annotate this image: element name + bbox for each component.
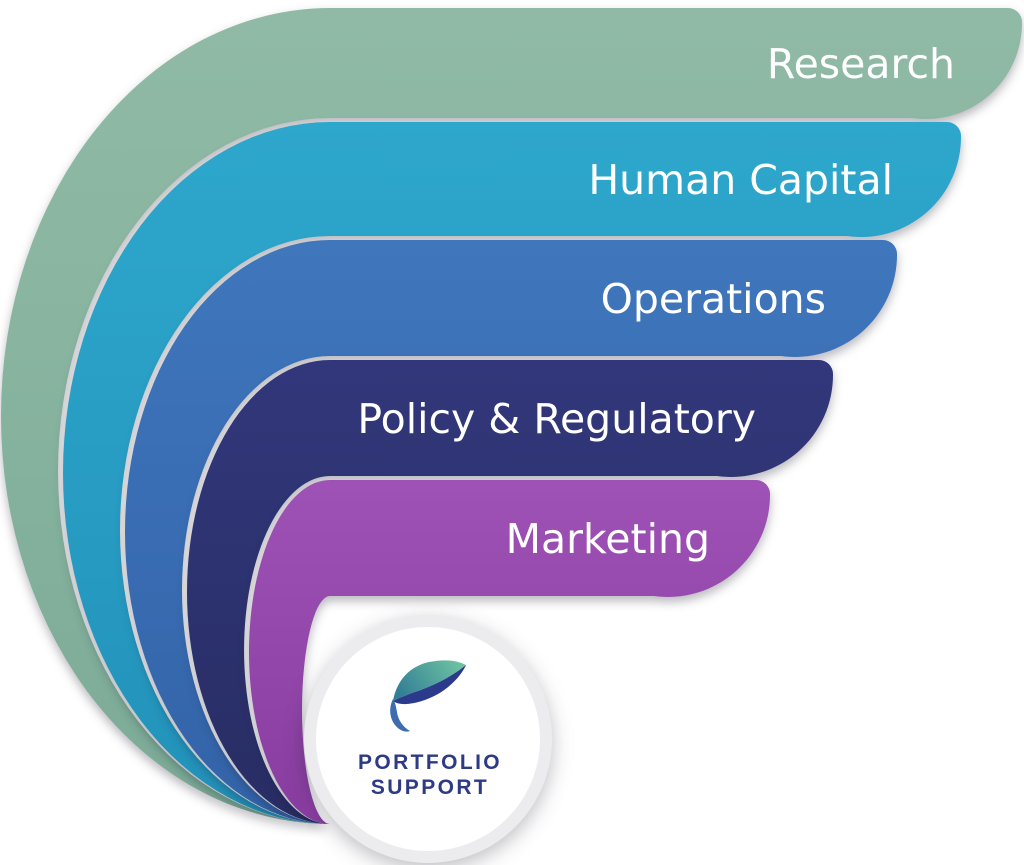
band-labels: Research Human Capital Operations Policy… [357,40,955,563]
hub-wordmark-line2: SUPPORT [371,776,489,799]
band-label-research: Research [767,40,955,88]
leaf-blade-top [393,660,466,701]
hub: PORTFOLIO SUPPORT [304,615,552,863]
band-label-marketing: Marketing [506,515,710,563]
hub-wordmark-line1: PORTFOLIO [358,751,502,774]
leaf-logo-icon [390,660,466,732]
band-shape-operations [125,240,898,824]
band-label-human-capital: Human Capital [588,156,893,204]
band-shape-policy-regulatory [187,360,834,824]
band-shape-human-capital [63,122,962,824]
band-shape-research [1,8,1023,824]
band-label-operations: Operations [601,275,826,323]
leaf-stem [390,699,410,732]
band-shape-marketing [249,480,771,824]
leaf-blade-bottom [393,665,466,705]
band-label-policy-regulatory: Policy & Regulatory [357,395,756,443]
hub-face [316,627,540,851]
band-group [1,8,1023,824]
